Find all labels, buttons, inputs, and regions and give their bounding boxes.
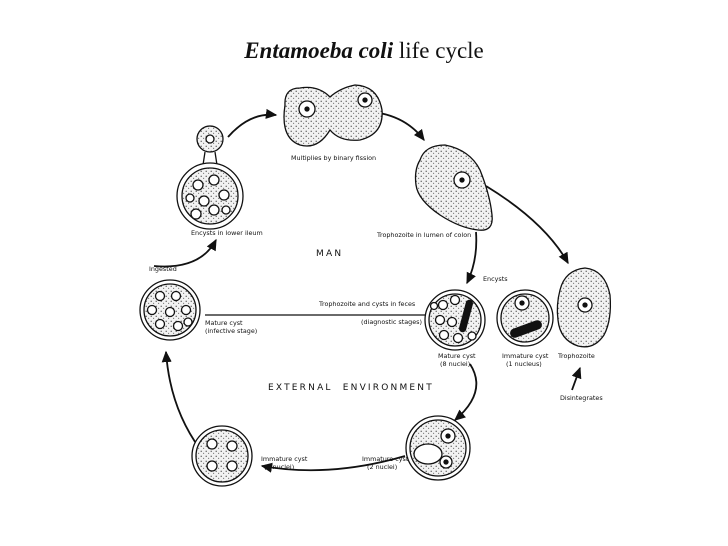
- arrow-to-fission: [227, 108, 278, 138]
- label-immature-2n-1: Immature cyst: [362, 455, 409, 463]
- label-trophozoite-colon: Trophozoite in lumen of colon: [376, 231, 471, 239]
- arrow-feces-to-2n: [454, 363, 478, 421]
- label-mature-cyst-infective-1: Mature cyst: [205, 319, 243, 327]
- arrow-colon-to-trophozoite: [485, 185, 569, 265]
- label-ingested: Ingested: [149, 265, 177, 273]
- immature-cyst-2-nuclei: [405, 415, 471, 481]
- organisms: [139, 84, 612, 487]
- label-mature-cyst-infective-2: (infective stage): [205, 327, 257, 335]
- trophozoite-right: [556, 267, 612, 348]
- immature-cyst-1-nucleus: [496, 289, 554, 347]
- label-encysts-lower-ileum: Encysts in lower ileum: [191, 229, 263, 237]
- label-mature-cyst-8-2: (8 nuclei): [440, 360, 470, 368]
- label-immature-4n-1: Immature cyst: [261, 455, 308, 463]
- title-organism: Entamoeba coli: [244, 38, 394, 63]
- immature-cyst-4-nuclei: [191, 425, 253, 487]
- label-mature-cyst-8-1: Mature cyst: [438, 352, 476, 360]
- page-title: Entamoeba coli life cycle: [0, 38, 728, 64]
- label-man: MAN: [316, 249, 343, 259]
- label-diagnostic-stages: (diagnostic stages): [361, 318, 422, 326]
- colon-trophozoite: [414, 144, 493, 231]
- arrow-2n-to-4n: [260, 455, 406, 473]
- label-binary-fission: Multiplies by binary fission: [291, 154, 376, 162]
- label-trophozoite: Trophozoite: [557, 352, 595, 360]
- label-immature-1n-2: (1 nucleus): [506, 360, 542, 368]
- cycle-arrows: [153, 108, 582, 473]
- arrow-disintegrates: [571, 366, 582, 391]
- binary-fission-organism: [283, 84, 383, 147]
- title-rest: life cycle: [398, 38, 484, 63]
- label-external-environment: EXTERNAL ENVIRONMENT: [268, 383, 434, 393]
- mature-cyst-8-nuclei: [424, 289, 486, 351]
- arrow-4n-to-mature: [161, 350, 201, 450]
- label-immature-4n-2: (4 nuclei): [264, 463, 294, 471]
- arrow-ingested: [153, 238, 217, 268]
- label-immature-2n-2: (2 nuclei): [367, 463, 397, 471]
- label-troph-cysts-feces: Trophozoite and cysts in feces: [318, 300, 416, 308]
- encysting-organism: [176, 125, 244, 230]
- label-immature-1n-1: Immature cyst: [502, 352, 549, 360]
- label-encysts: Encysts: [483, 275, 508, 283]
- arrow-to-encysts: [466, 231, 478, 285]
- mature-cyst-infective: [139, 279, 201, 341]
- label-disintegrates: Disintegrates: [560, 394, 603, 402]
